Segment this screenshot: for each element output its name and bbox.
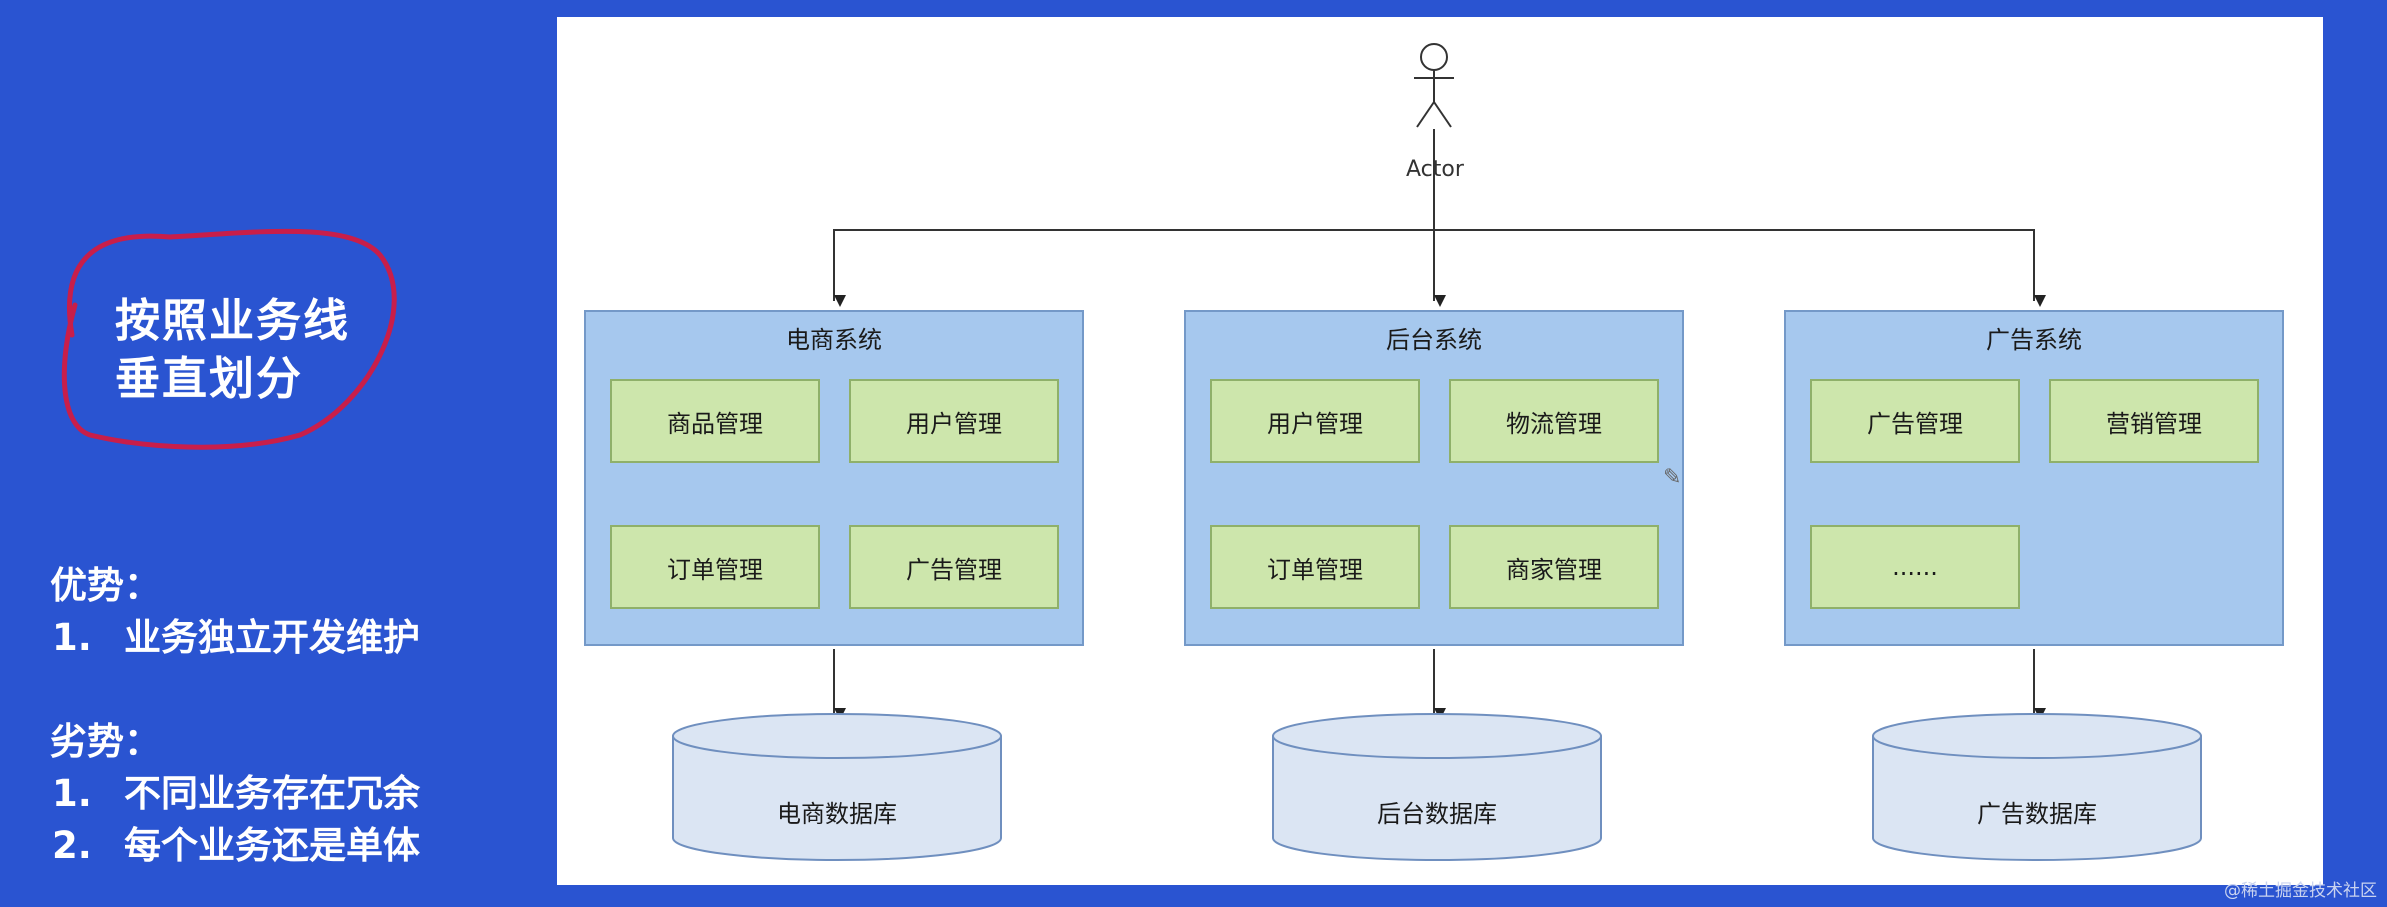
cons-item: 1. 不同业务存在冗余 bbox=[50, 768, 420, 820]
list-text: 业务独立开发维护 bbox=[124, 616, 420, 659]
watermark: @稀土掘金技术社区 bbox=[2224, 881, 2377, 901]
pencil-icon[interactable]: ✎ bbox=[1663, 465, 1682, 490]
hand-drawn-circle bbox=[61, 228, 397, 450]
database-cylinder-3 bbox=[1872, 713, 2202, 861]
system-box-backend: 后台系统 用户管理 物流管理 订单管理 商家管理 bbox=[1184, 310, 1684, 646]
list-number: 1. bbox=[52, 772, 92, 815]
list-number: 1. bbox=[52, 616, 92, 659]
slide-text-panel: 按照业务线 垂直划分 优势： 1. 业务独立开发维护 劣势： 1. 不同业务存在… bbox=[0, 0, 555, 907]
module-box: 用户管理 bbox=[849, 379, 1059, 463]
pros-item: 1. 业务独立开发维护 bbox=[50, 612, 420, 664]
module-box: 广告管理 bbox=[1810, 379, 2020, 463]
module-box: 订单管理 bbox=[610, 525, 820, 609]
actor-label: Actor bbox=[1406, 157, 1464, 182]
system-title: 广告系统 bbox=[1986, 326, 2082, 354]
module-box: 商品管理 bbox=[610, 379, 820, 463]
diagram-connectors bbox=[672, 43, 2202, 861]
database-label: 广告数据库 bbox=[1977, 800, 2097, 828]
list-text: 不同业务存在冗余 bbox=[124, 772, 420, 815]
list-number: 2. bbox=[52, 824, 92, 867]
pros-cons-list: 优势： 1. 业务独立开发维护 劣势： 1. 不同业务存在冗余 2. 每个业务还… bbox=[50, 560, 420, 872]
system-box-advertising: 广告系统 广告管理 营销管理 ...... bbox=[1784, 310, 2284, 646]
module-box: 物流管理 bbox=[1449, 379, 1659, 463]
module-box: 广告管理 bbox=[849, 525, 1059, 609]
cons-heading: 劣势： bbox=[50, 720, 161, 763]
actor-stick-figure bbox=[1414, 43, 1454, 128]
module-box: 商家管理 bbox=[1449, 525, 1659, 609]
list-text: 每个业务还是单体 bbox=[124, 824, 420, 867]
database-cylinder-2 bbox=[1272, 713, 1602, 861]
database-cylinder-1 bbox=[672, 713, 1002, 861]
pros-heading: 优势： bbox=[50, 564, 161, 607]
database-label: 电商数据库 bbox=[777, 800, 897, 828]
system-box-ecommerce: 电商系统 商品管理 用户管理 订单管理 广告管理 bbox=[584, 310, 1084, 646]
slide-title: 按照业务线 垂直划分 bbox=[115, 292, 350, 408]
database-label: 后台数据库 bbox=[1377, 800, 1497, 828]
system-title: 电商系统 bbox=[786, 326, 882, 354]
module-box: 订单管理 bbox=[1210, 525, 1420, 609]
system-title: 后台系统 bbox=[1386, 326, 1482, 354]
title-line-1: 按照业务线 bbox=[115, 294, 351, 347]
title-line-2: 垂直划分 bbox=[115, 352, 304, 405]
module-box: 营销管理 bbox=[2049, 379, 2259, 463]
module-box: ...... bbox=[1810, 525, 2020, 609]
diagram-canvas: Actor 电商系统 商品管理 用户管理 订单管理 广告管理 后台系统 用户管理… bbox=[557, 17, 2323, 885]
cons-item: 2. 每个业务还是单体 bbox=[50, 820, 420, 872]
module-box: 用户管理 bbox=[1210, 379, 1420, 463]
